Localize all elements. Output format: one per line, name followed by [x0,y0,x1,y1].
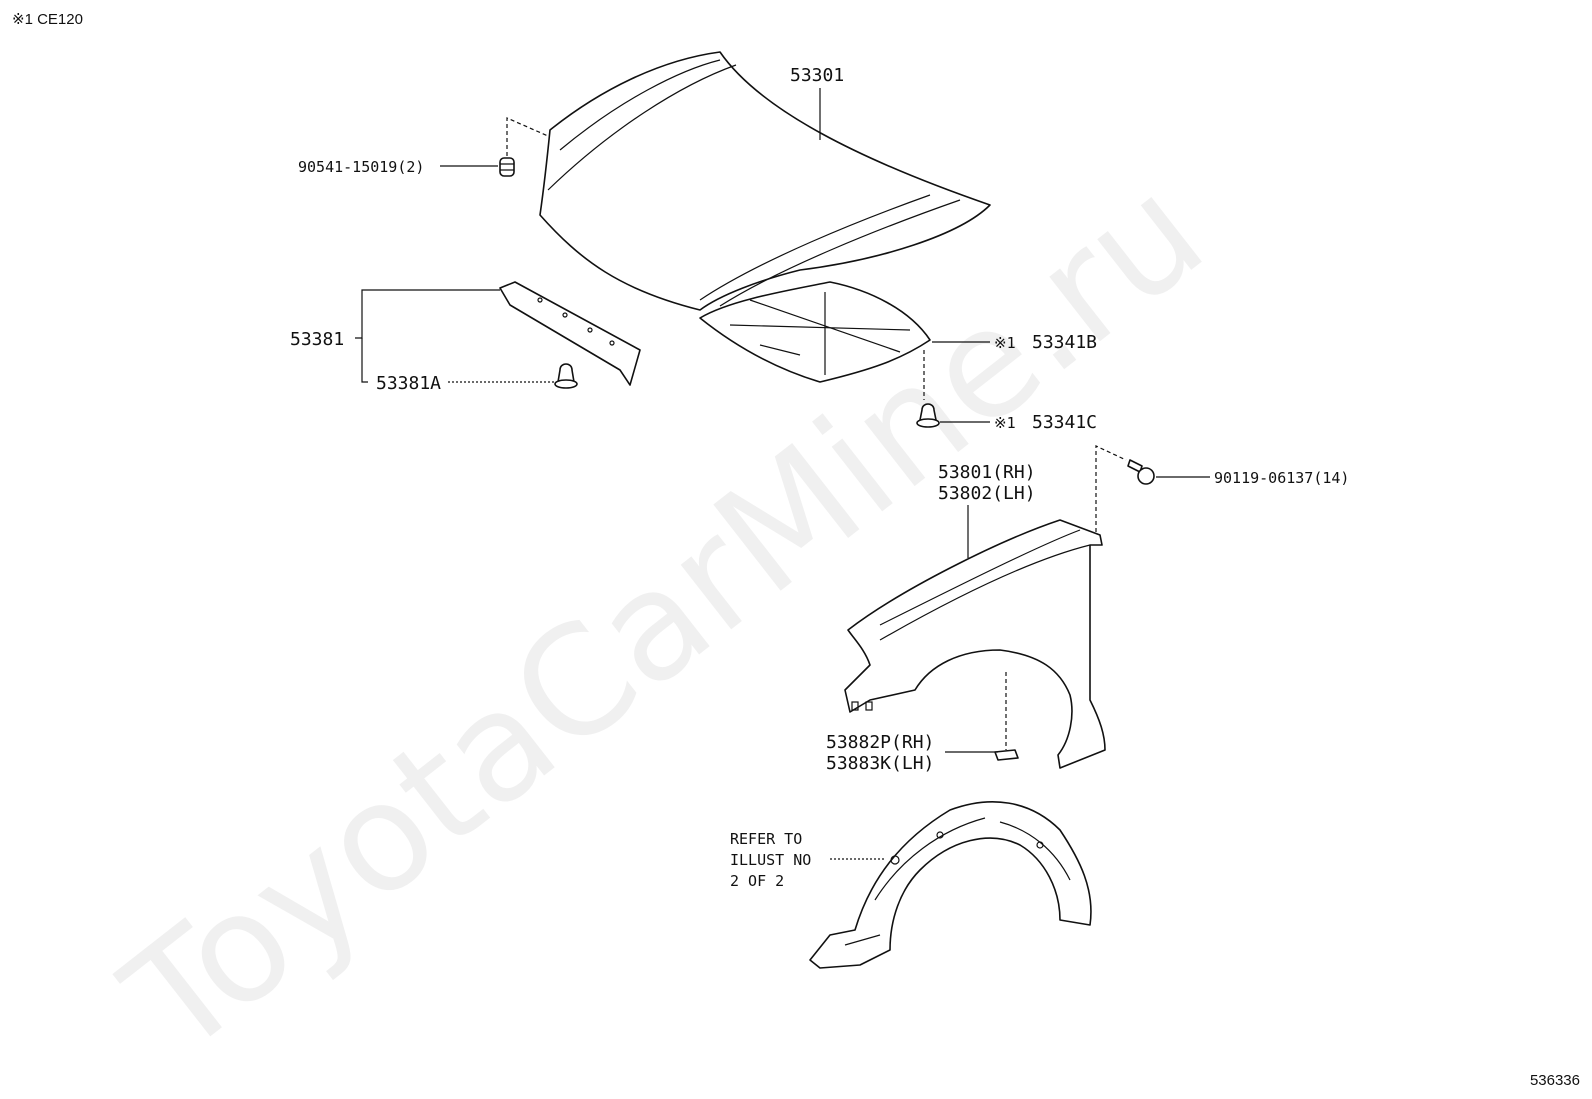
label-hood-cushion: 90541-15019(2) [298,158,424,176]
fender-bolt-part[interactable] [1127,459,1155,485]
corner-note: ※1 CE120 [12,11,83,28]
front-fender-part[interactable] [844,519,1106,769]
label-fender-rh: 53801(RH) [938,462,1036,483]
label-clip-mark: ※1 [994,414,1016,432]
label-hood-seal-clip: 53381A [376,373,441,394]
label-hood-seal: 53381 [290,329,344,350]
label-refer-line1: REFER TO [730,830,802,848]
label-insulator-mark: ※1 [994,334,1016,352]
insulator-clip-part[interactable] [916,403,940,428]
hood-seal-part[interactable] [499,281,641,386]
hood-part[interactable] [539,51,991,311]
label-fender-bolt: 90119-06137(14) [1214,469,1349,487]
wheel-liner-part[interactable] [809,801,1092,969]
label-hood-insulator: 53341B [1032,332,1097,353]
label-fender-lh: 53802(LH) [938,483,1036,504]
hood-cushion-part[interactable] [499,157,515,177]
fender-liner-clip-part[interactable] [994,749,1019,761]
label-fender-liner-lh: 53883K(LH) [826,753,934,774]
label-insulator-clip: 53341C [1032,412,1097,433]
label-hood: 53301 [790,65,844,86]
hood-seal-clip-part[interactable] [554,363,578,389]
label-fender-liner-rh: 53882P(RH) [826,732,934,753]
label-refer-line3: 2 OF 2 [730,872,784,890]
figure-id: 536336 [1529,1072,1580,1089]
label-refer-line2: ILLUST NO [730,851,811,869]
hood-insulator-part[interactable] [699,281,931,383]
